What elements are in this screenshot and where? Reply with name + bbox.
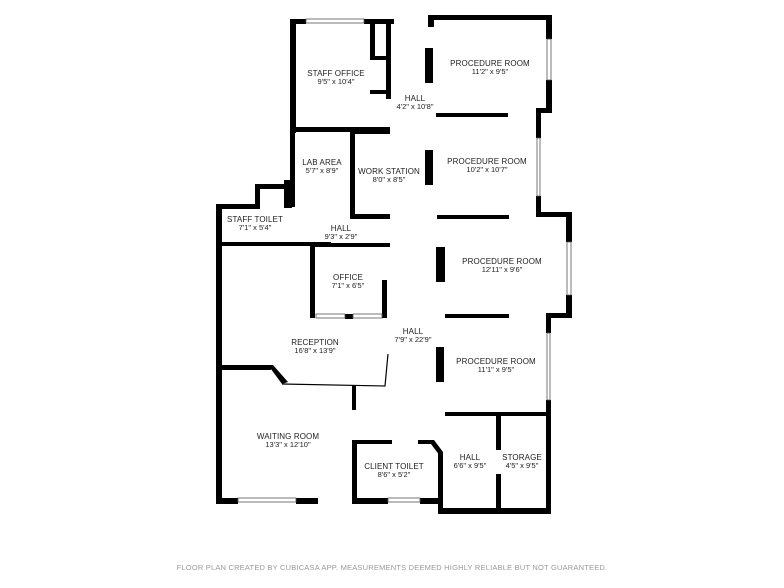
room-name: PROCEDURE ROOM <box>447 157 527 167</box>
room-name: LAB AREA <box>302 158 342 168</box>
room-name: STAFF OFFICE <box>307 69 365 79</box>
room-name: WORK STATION <box>358 167 420 177</box>
room-name: HALL <box>330 224 352 234</box>
room-name: PROCEDURE ROOM <box>462 257 542 267</box>
room-name: RECEPTION <box>291 338 339 348</box>
room-name: HALL <box>404 94 426 104</box>
room-name: CLIENT TOILET <box>364 462 424 472</box>
walls <box>216 15 572 514</box>
room-dimensions: 8'0" x 8'5" <box>372 175 406 185</box>
room-name: OFFICE <box>333 273 363 283</box>
room-dimensions: 9'3" x 2'9" <box>324 232 358 242</box>
room-name: WAITING ROOM <box>256 432 320 442</box>
room-dimensions: 11'2" x 9'5" <box>471 67 509 77</box>
room-name: PROCEDURE ROOM <box>450 59 530 69</box>
room-dimensions: 6'6" x 9'5" <box>453 461 487 471</box>
room-dimensions: 7'1" x 6'5" <box>331 281 365 291</box>
room-dimensions: 5'7" x 8'9" <box>305 166 339 176</box>
room-dimensions: 7'9" x 22'9" <box>394 335 432 345</box>
room-dimensions: 4'5" x 9'5" <box>505 461 539 471</box>
reception-counter <box>281 353 389 387</box>
room-dimensions: 12'11" x 9'6" <box>481 265 523 275</box>
room-dimensions: 8'6" x 5'2" <box>377 470 411 480</box>
room-dimensions: 13'3" x 12'10" <box>265 440 311 450</box>
room-dimensions: 10'2" x 10'7" <box>466 165 508 175</box>
room-dimensions: 16'8" x 13'9" <box>294 346 336 356</box>
windows <box>237 18 572 503</box>
room-name: HALL <box>459 453 481 463</box>
room-dimensions: 4'2" x 10'8" <box>396 102 434 112</box>
room-name: STORAGE <box>502 453 542 463</box>
room-name: STAFF TOILET <box>227 215 283 225</box>
room-name: HALL <box>402 327 424 337</box>
room-name: PROCEDURE ROOM <box>456 357 536 367</box>
disclaimer-footer: FLOOR PLAN CREATED BY CUBICASA APP. MEAS… <box>176 563 608 572</box>
room-dimensions: 7'1" x 5'4" <box>238 223 272 233</box>
room-dimensions: 11'1" x 9'5" <box>477 365 515 375</box>
room-dimensions: 9'5" x 10'4" <box>317 77 355 87</box>
